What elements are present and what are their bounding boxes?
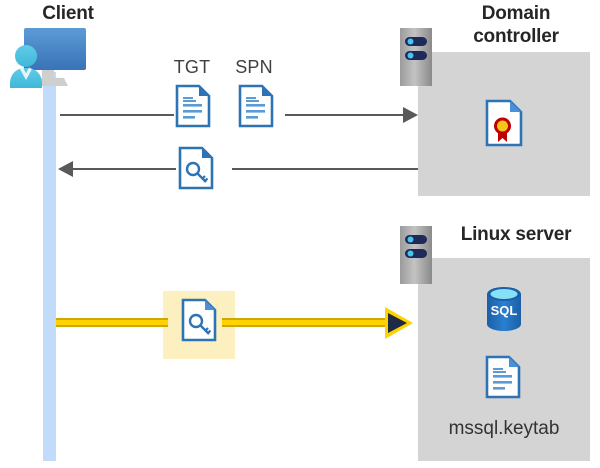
svg-text:SQL: SQL [491, 303, 518, 318]
client-lifeline [43, 72, 56, 461]
document-icon-keytab [485, 355, 521, 399]
request-arrowhead [403, 107, 418, 123]
response-line-segment-right [232, 168, 418, 170]
key-document-icon-auth [181, 298, 217, 342]
document-icon-tgt [175, 84, 211, 128]
request-line-segment-left [60, 114, 174, 116]
document-icon-spn [238, 84, 274, 128]
domain-controller-title: Domain controller [473, 3, 559, 47]
auth-flow-segment-left [56, 318, 168, 327]
server-rack-icon-linux-server [400, 226, 432, 284]
request-line-segment-right [285, 114, 403, 116]
client-title: Client [42, 3, 94, 24]
spn-label: SPN [235, 57, 273, 77]
client-computer-icon [8, 24, 90, 96]
auth-flow-arrowhead [384, 305, 414, 341]
certificate-icon [485, 99, 523, 147]
server-rack-icon-domain-controller [400, 28, 432, 86]
key-document-icon-response [178, 146, 214, 190]
linux-server-title: Linux server [460, 224, 572, 245]
tgt-label: TGT [173, 57, 211, 77]
response-arrowhead [58, 161, 73, 177]
response-line-segment-left [72, 168, 176, 170]
auth-flow-segment-right [222, 318, 394, 327]
keytab-filename-label: mssql.keytab [448, 418, 560, 439]
sql-database-icon: SQL [484, 285, 524, 333]
